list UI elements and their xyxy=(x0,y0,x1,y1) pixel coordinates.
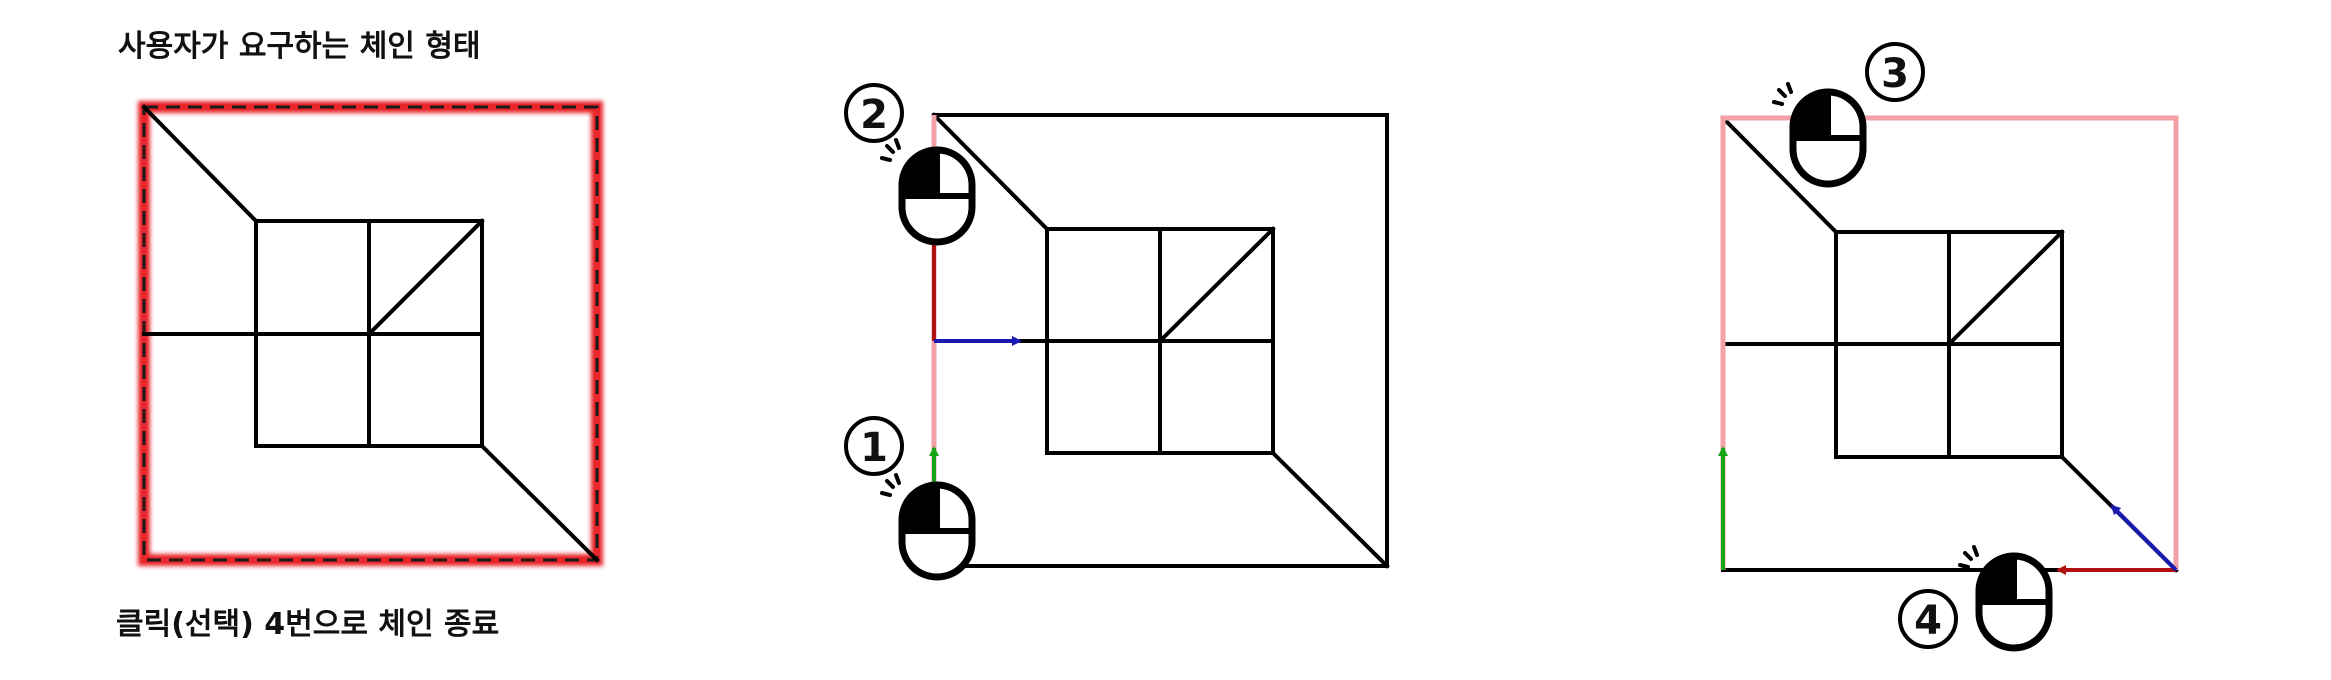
step-number-circle xyxy=(1898,589,1958,649)
panel-desired-chain: 사용자가 요구하는 체인 형태 클릭(선택) 4번으로 체인 종료 xyxy=(116,29,603,642)
step-number: 4 xyxy=(1914,598,1942,644)
step-number-circle xyxy=(844,83,904,143)
mouse-left-click-icon xyxy=(1789,88,1867,188)
click-burst-icon xyxy=(880,138,901,162)
panel-clicks-3-4: 3 4 xyxy=(1718,42,2179,652)
panel-clicks-1-2: 2 1 xyxy=(844,83,1390,581)
step-3-marker: 3 xyxy=(1865,42,1925,102)
caption-bottom: 클릭(선택) 4번으로 체인 종료 xyxy=(116,607,499,642)
step-number: 3 xyxy=(1881,51,1909,97)
mouse-left-click-icon xyxy=(1975,552,2053,652)
step-number: 2 xyxy=(860,92,888,138)
step-number: 1 xyxy=(860,425,888,471)
mouse-left-click-icon xyxy=(898,146,976,246)
step-2-marker: 2 xyxy=(844,83,904,143)
click-burst-icon xyxy=(880,473,901,497)
step-4-marker: 4 xyxy=(1898,589,1958,649)
click-burst-icon xyxy=(1772,82,1793,106)
house-shape-1 xyxy=(141,104,600,563)
house-shape-2 xyxy=(931,112,1390,569)
caption-top: 사용자가 요구하는 체인 형태 xyxy=(118,29,481,64)
click-burst-icon xyxy=(1958,545,1979,569)
step-1-marker: 1 xyxy=(844,416,904,476)
step-number-circle xyxy=(1865,42,1925,102)
mouse-left-click-icon xyxy=(898,481,976,581)
house-shape-3 xyxy=(1720,115,2179,573)
arrow-blue-diagonal xyxy=(2110,504,2178,572)
step-number-circle xyxy=(844,416,904,476)
